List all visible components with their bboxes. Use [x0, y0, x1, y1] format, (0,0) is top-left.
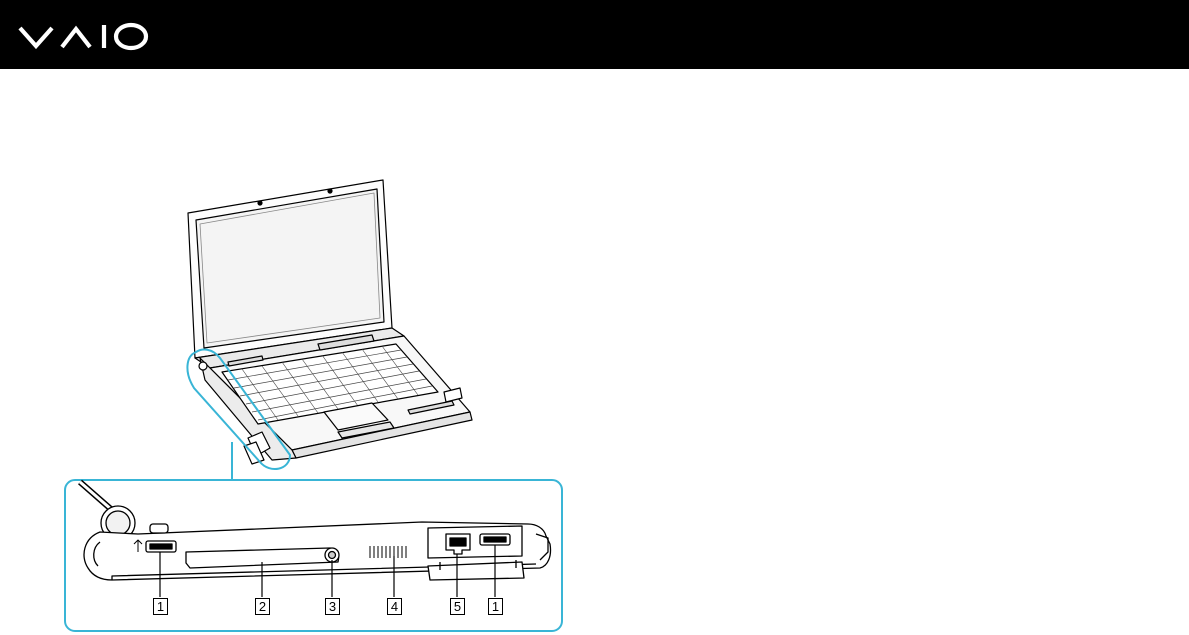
callout-label-eject-button: 3 [325, 598, 340, 615]
laptop-illustration-icon [188, 180, 472, 464]
callout-label-usb-right: 1 [488, 598, 503, 615]
callout-label-lan-port: 5 [450, 598, 465, 615]
callout-label-usb-left: 1 [153, 598, 168, 615]
laptop-side-view-figure [0, 0, 600, 635]
callout-label-vents: 4 [387, 598, 402, 615]
callout-label-pc-card-slot: 2 [255, 598, 270, 615]
